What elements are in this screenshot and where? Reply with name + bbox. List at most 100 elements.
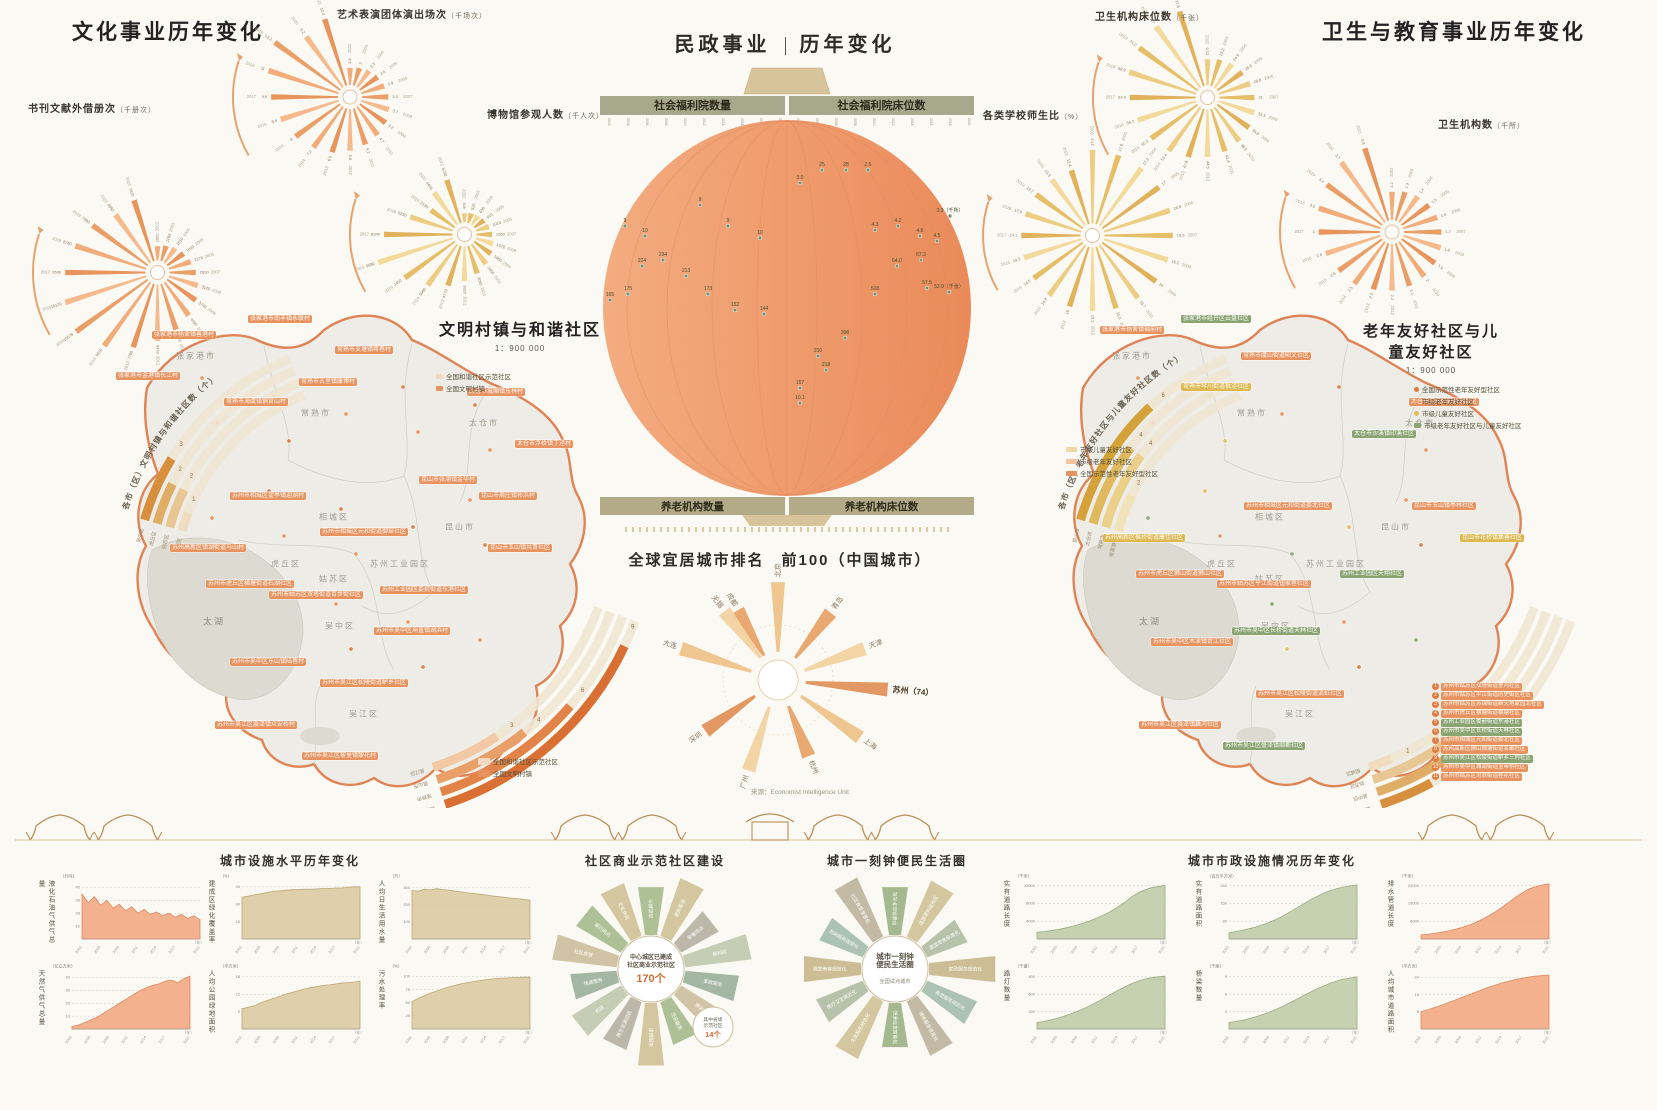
svg-text:2002: 2002	[155, 221, 160, 231]
svg-text:10120: 10120	[50, 301, 63, 309]
svg-text:17: 17	[1160, 179, 1167, 186]
svg-text:40: 40	[66, 975, 71, 980]
svg-text:31: 31	[1258, 95, 1263, 100]
civil-title-left: 民政事业	[674, 34, 771, 56]
svg-text:（年）: （年）	[353, 1030, 364, 1035]
svg-text:2004: 2004	[1238, 42, 1248, 53]
svg-text:2.2: 2.2	[1390, 295, 1395, 301]
svg-text:2005: 2005	[93, 945, 101, 954]
svg-text:2002: 2002	[1030, 1035, 1038, 1044]
svg-text:2021: 2021	[1355, 124, 1363, 135]
commerce_flower-chart: 连锁超市便民菜场早餐网点便利店家政服务美容美发洗染服务维修服务再生资源回收药店快…	[552, 878, 752, 1066]
svg-text:快递服务: 快递服务	[583, 976, 603, 987]
svg-text:2017: 2017	[1515, 1035, 1523, 1044]
svg-text:7980: 7980	[81, 215, 92, 225]
svg-text:2002: 2002	[1030, 945, 1038, 954]
svg-text:3: 3	[1313, 229, 1316, 234]
community-chip: 常熟市古里镇康博村	[298, 377, 358, 386]
svg-text:家政服务: 家政服务	[703, 977, 723, 988]
svg-text:810: 810	[485, 211, 494, 219]
svg-text:2014: 2014	[88, 356, 98, 367]
svg-text:2005: 2005	[253, 1035, 261, 1044]
svg-text:28.8: 28.8	[1253, 77, 1263, 84]
svg-text:（年）: （年）	[1350, 940, 1361, 945]
svg-text:常熟市: 常熟市	[1096, 534, 1106, 550]
svg-text:2008: 2008	[102, 1035, 110, 1044]
svg-text:2005: 2005	[1242, 945, 1250, 954]
left-map-titleblock: 文明村镇与和谐社区 1：900 000	[420, 316, 620, 354]
svg-text:2021: 2021	[125, 176, 133, 187]
svg-text:2020: 2020	[1036, 158, 1046, 169]
svg-text:1.2: 1.2	[1389, 182, 1394, 188]
svg-text:2021: 2021	[353, 1035, 361, 1044]
svg-text:175: 175	[624, 286, 633, 292]
svg-text:（千米）: （千米）	[1399, 873, 1416, 880]
svg-text:2012: 2012	[702, 118, 706, 126]
svg-text:2011: 2011	[1474, 945, 1482, 954]
svg-text:2018: 2018	[1295, 198, 1306, 206]
svg-text:2009: 2009	[502, 260, 513, 270]
m4-chart-title: 路灯数量	[1002, 970, 1009, 1002]
svg-text:2008: 2008	[664, 118, 668, 126]
svg-text:77.8: 77.8	[1174, 0, 1181, 9]
svg-text:80: 80	[1223, 918, 1228, 923]
svg-text:16: 16	[1158, 282, 1165, 289]
svg-text:2012: 2012	[1390, 306, 1395, 316]
svg-text:2014: 2014	[411, 295, 421, 306]
svg-text:2002: 2002	[1205, 34, 1210, 44]
svg-text:9: 9	[727, 218, 730, 224]
svg-text:2016: 2016	[41, 304, 52, 312]
community-chip: 苏州工业园区娄葑街道东港社区	[379, 585, 469, 594]
legend-row: 市级老年友好社区	[1066, 456, 1158, 466]
svg-text:2019: 2019	[1015, 178, 1026, 188]
svg-text:2007: 2007	[1188, 233, 1198, 238]
svg-text:4.3: 4.3	[872, 222, 879, 228]
svg-text:其中省级: 其中省级	[703, 1016, 722, 1023]
svg-text:2017: 2017	[328, 1035, 336, 1044]
svg-text:12000: 12000	[1024, 883, 1036, 888]
svg-text:2021: 2021	[523, 1035, 531, 1044]
svg-text:9680: 9680	[365, 261, 376, 269]
svg-text:6: 6	[1162, 393, 1166, 399]
commerce-flower-title: 社区商业示范社区建设	[584, 854, 725, 868]
svg-text:30: 30	[236, 902, 241, 907]
svg-text:3130: 3130	[419, 200, 430, 210]
svg-text:2002: 2002	[1414, 945, 1422, 954]
f1-chart-title: 液化石油气供气总量	[37, 880, 54, 944]
svg-text:300: 300	[403, 885, 410, 890]
svg-text:2016: 2016	[1000, 259, 1011, 267]
svg-text:1260: 1260	[496, 232, 506, 237]
svg-text:17.9: 17.9	[1090, 137, 1095, 146]
svg-text:5.8: 5.8	[348, 155, 353, 161]
svg-text:2017: 2017	[498, 1035, 506, 1044]
svg-text:14.8: 14.8	[1040, 296, 1049, 306]
svg-text:17.6: 17.6	[1117, 142, 1124, 152]
community-chip: 苏州工业园区天翔社区	[1339, 570, 1405, 578]
svg-text:8000: 8000	[1410, 918, 1420, 923]
svg-text:2005: 2005	[83, 1035, 91, 1044]
svg-text:便利店: 便利店	[712, 948, 728, 958]
svg-text:16.2: 16.2	[1171, 258, 1181, 265]
svg-text:3.7: 3.7	[1334, 153, 1342, 161]
svg-text:2017: 2017	[997, 233, 1007, 238]
legend-row: 全国文明村镇	[436, 383, 511, 393]
m1-chart-title: 实有道路长度	[1002, 880, 1009, 928]
svg-text:2021: 2021	[183, 1035, 191, 1044]
circle-flower-title: 城市一刻钟便民生活圈	[826, 854, 967, 868]
m6-chart-title: 人均城市道路面积	[1386, 970, 1393, 1034]
svg-text:10.1: 10.1	[795, 395, 805, 401]
district-label: 相城区	[319, 512, 349, 522]
svg-text:2021: 2021	[315, 0, 323, 6]
svg-text:2015: 2015	[1012, 284, 1023, 294]
svg-text:2012: 2012	[348, 166, 353, 176]
svg-text:13.9: 13.9	[1014, 207, 1024, 214]
svg-text:2: 2	[190, 474, 194, 480]
svg-text:2018: 2018	[948, 118, 952, 126]
svg-text:维修服务: 维修服务	[648, 1028, 655, 1047]
svg-text:9.9: 9.9	[262, 94, 268, 99]
svg-text:姑苏区: 姑苏区	[160, 534, 170, 550]
svg-text:2016: 2016	[1302, 255, 1313, 263]
